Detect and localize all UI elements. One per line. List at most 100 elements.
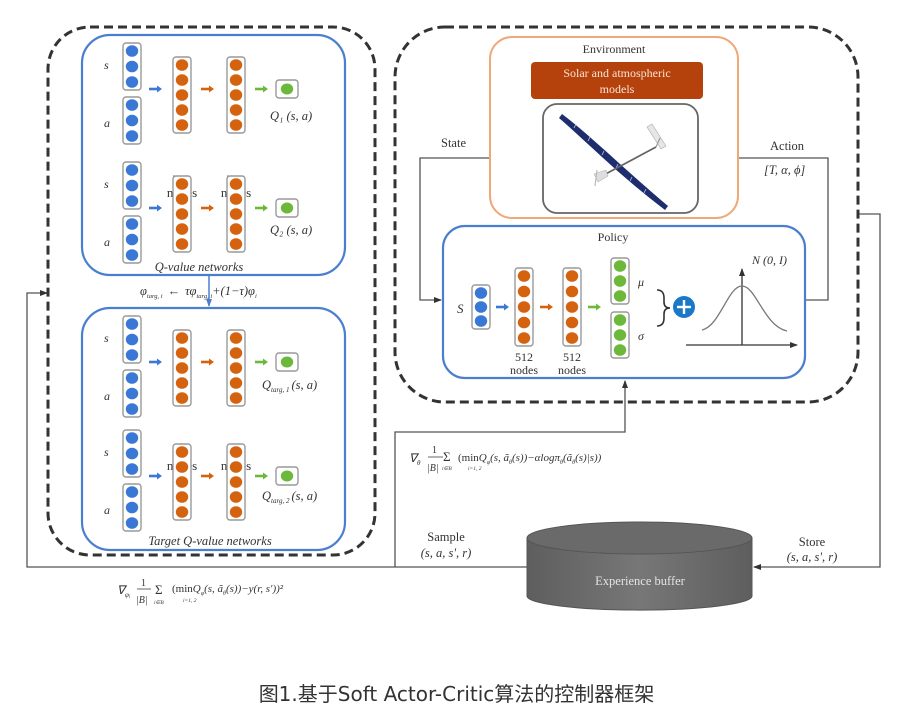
policy-sigma-node [613, 329, 627, 341]
action-vector: [T, α, ϕ] [764, 163, 805, 177]
q1-hidden1-node [175, 104, 189, 116]
q1-hidden1-node [175, 74, 189, 86]
svg-text:1: 1 [141, 578, 146, 589]
q2-hidden2-node [229, 223, 243, 235]
q2-input-a-label: a [104, 235, 110, 249]
qtarg2-arrow-in-head [157, 472, 162, 480]
qtarg2-input-a-node [125, 501, 139, 514]
q2-arrow-in-head [157, 204, 162, 212]
policy-input-node [474, 301, 488, 313]
solar-model-label-line2: models [600, 82, 635, 96]
qtarg2-arrow-mid-head [209, 472, 214, 480]
q1-arrow-in-head [157, 85, 162, 93]
qtarg2-hidden1-node [175, 506, 189, 518]
qtarg2-hidden2-node [229, 461, 243, 473]
q2-output-label: Q₂ (s, a) [270, 223, 312, 237]
q1-input-a-node [125, 99, 139, 111]
q2-input-a-node [125, 233, 139, 246]
qtarg2-hidden1-node [175, 476, 189, 488]
policy-mu-node [613, 260, 627, 272]
q1-hidden2-node [229, 89, 243, 101]
q2-input-s-node [125, 179, 139, 192]
q2-output-node [280, 202, 294, 214]
qtarg1-arrow-out-head [263, 358, 268, 366]
mu-label: μ [637, 275, 644, 289]
q2-hidden2-node [229, 193, 243, 205]
sample-label: Sample [427, 530, 465, 544]
q2-hidden1-node [175, 223, 189, 235]
critic-networks: sa512nodes512nodessasa512nodes512nodessa [104, 42, 299, 532]
qtarg2-hidden2-node [229, 476, 243, 488]
qtarg2-input-s-node [125, 432, 139, 444]
svg-text:∇φi: ∇φi [117, 583, 131, 600]
policy-layer2-unit: nodes [558, 363, 586, 377]
q-value-networks-box [80, 33, 347, 277]
q1-output-label: Q₁ (s, a) [270, 109, 312, 123]
q1-input-a-node [125, 130, 139, 142]
q2-input-a-node [125, 249, 139, 261]
svg-text:i=1, 2: i=1, 2 [183, 598, 197, 604]
qtarg1-input-a-node [125, 372, 139, 384]
critic-dashed-container [46, 25, 377, 557]
sample-tuple: (s, a, s', r) [421, 546, 472, 560]
gaussian-distribution-plot: N (0, I) [686, 253, 798, 348]
qtarg1-input-a-node [125, 403, 139, 415]
policy-hidden2-node [565, 301, 579, 313]
q2-arrow-out-head [263, 204, 268, 212]
policy-hidden2-node [565, 270, 579, 282]
q2-hidden1-node [175, 238, 189, 250]
svg-text:∇θ: ∇θ [409, 451, 421, 467]
qtarg2-input-a-node [125, 517, 139, 529]
qtarg2-hidden2-node [229, 491, 243, 503]
q1-input-s-label: s [104, 58, 109, 72]
q2-input-s-node [125, 195, 139, 207]
state-label: State [441, 136, 466, 150]
policy-hidden1-node [517, 301, 531, 313]
q2-hidden1-node [175, 193, 189, 205]
plus-circle-icon [673, 296, 695, 318]
policy-hidden1-node [517, 270, 531, 282]
qtarg2-arrow-out-head [263, 472, 268, 480]
policy-hidden1-node [517, 332, 531, 344]
q1-input-s-node [125, 45, 139, 57]
qtarg1-hidden1-node [175, 332, 189, 344]
qtarg1-arrow-mid-head [209, 358, 214, 366]
svg-text:i∈B: i∈B [154, 600, 164, 606]
q1-hidden1-node [175, 89, 189, 101]
qtarg1-hidden2-node [229, 347, 243, 359]
target-q-networks-box [80, 306, 347, 552]
svg-text:1: 1 [432, 445, 437, 456]
figure-caption: 图1.基于Soft Actor-Critic算法的控制器框架 [258, 682, 655, 706]
svg-text:|B|: |B| [136, 595, 148, 606]
solar-aircraft-icon [559, 114, 668, 210]
q1-input-s-node [125, 60, 139, 73]
actor-dashed-container [393, 25, 860, 404]
qtarg2-hidden1-node [175, 461, 189, 473]
qtarg1-input-s-node [125, 333, 139, 346]
qtarg1-output-node [280, 356, 294, 368]
policy-mu-node [613, 290, 627, 302]
qtarg2-input-a-label: a [104, 503, 110, 517]
experience-buffer-label: Experience buffer [595, 574, 685, 588]
policy-sigma-node [613, 344, 627, 356]
qtarg2-hidden2-node [229, 446, 243, 458]
q2-input-s-node [125, 164, 139, 176]
q1-hidden1-node [175, 59, 189, 71]
q2-hidden1-node [175, 208, 189, 220]
q1-input-s-node [125, 76, 139, 88]
sigma-label: σ [638, 329, 645, 343]
policy-input-label: S [457, 301, 464, 316]
qtarg2-input-s-node [125, 447, 139, 460]
qtarg2-hidden2-node [229, 506, 243, 518]
policy-network [471, 257, 630, 359]
qtarg2-hidden1-node [175, 491, 189, 503]
svg-text:|B|: |B| [427, 463, 439, 474]
qtarg1-input-a-node [125, 387, 139, 400]
store-tuple: (s, a, s', r) [787, 550, 838, 564]
q1-output-node [280, 83, 294, 95]
svg-text:(minQφ(s, ãθ(s))−αlogπθ(ãθ(s)|: (minQφ(s, ãθ(s))−αlogπθ(ãθ(s)|s)) [458, 452, 602, 466]
solar-model-label-line1: Solar and atmospheric [563, 66, 670, 80]
qtarg1-hidden2-node [229, 377, 243, 389]
q1-arrow-mid-head [209, 85, 214, 93]
